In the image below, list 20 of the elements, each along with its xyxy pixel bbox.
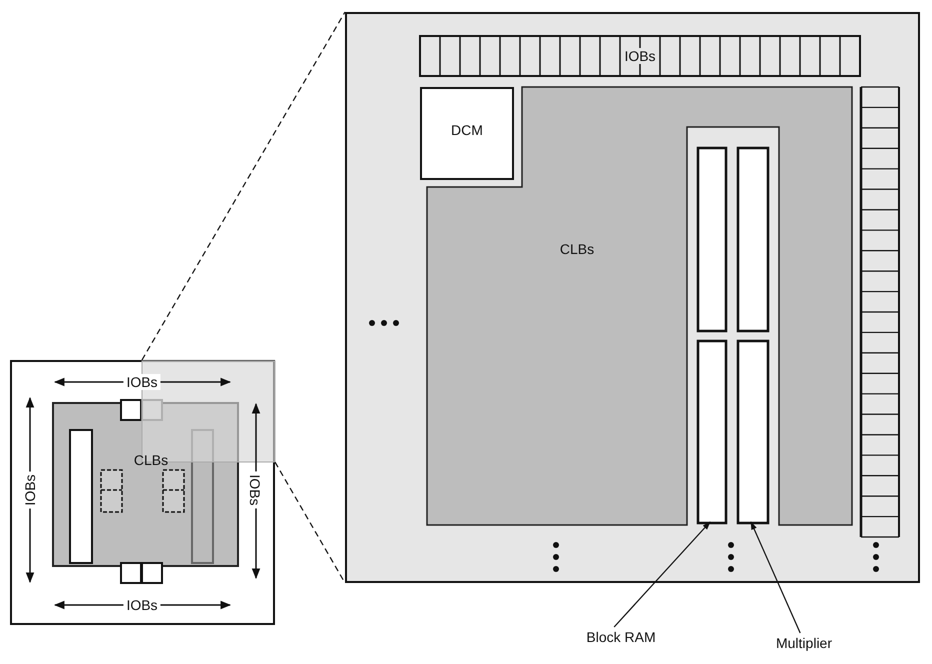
- block-ram-column: [697, 340, 727, 524]
- side-label: IOBs: [123, 374, 161, 390]
- leader-line: [614, 521, 711, 628]
- leader-line: [750, 521, 801, 634]
- chip-detail-panel: [345, 12, 920, 583]
- side-label: IOBs: [123, 597, 161, 613]
- box-label: DCM: [451, 122, 483, 138]
- block-ram-column: [697, 147, 727, 332]
- side-label: IOBs: [247, 471, 263, 509]
- region-label: CLBs: [560, 241, 594, 257]
- multiplier-column: [737, 340, 769, 524]
- io-block-bar: [420, 35, 860, 77]
- region-label: CLBs: [134, 452, 168, 468]
- io-block-bar: [860, 87, 900, 537]
- side-label: IOBs: [22, 471, 38, 509]
- multiplier-column: [737, 147, 769, 332]
- zoom-line: [141, 12, 346, 360]
- dcm-block: [420, 87, 514, 180]
- callout-label: Block RAM: [572, 627, 670, 647]
- callout-label: Multiplier: [766, 633, 842, 653]
